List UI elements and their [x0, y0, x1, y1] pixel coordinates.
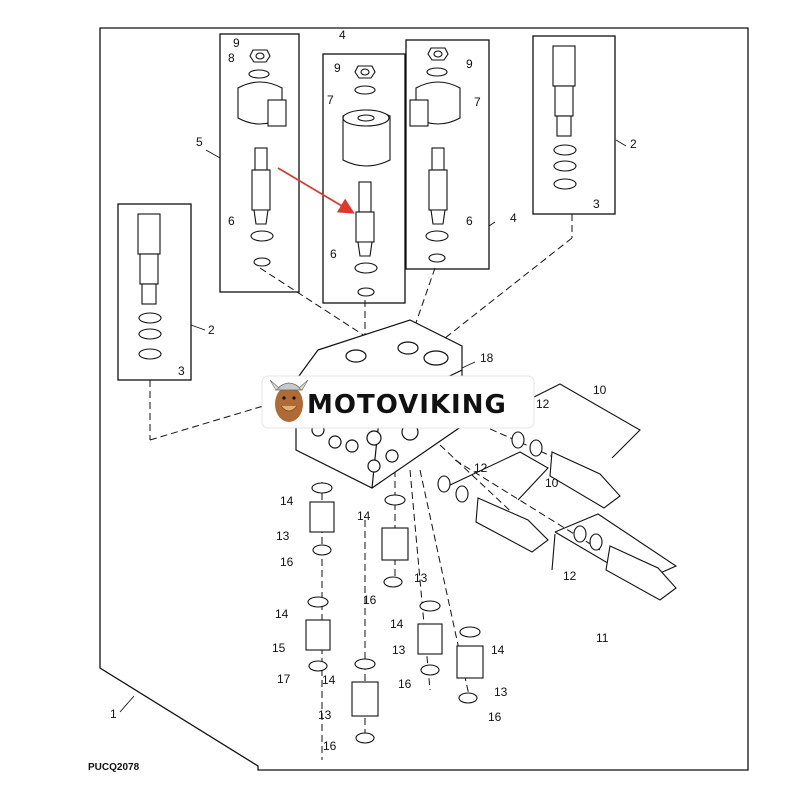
callout-14d: 14: [390, 617, 404, 631]
solenoid-valve-center: [342, 65, 391, 297]
callout-10a: 10: [593, 383, 607, 397]
callout-2a: 2: [630, 137, 637, 151]
callout-4a: 4: [339, 28, 346, 42]
box-solenoid-left: [219, 33, 300, 293]
callout-14e: 14: [491, 643, 505, 657]
box-solenoid-right: [405, 39, 490, 270]
lower-fittings: [305, 482, 484, 744]
callout-7a: 7: [327, 93, 334, 107]
callout-16a: 16: [280, 555, 294, 569]
callout-6c: 6: [466, 214, 473, 228]
callout-8: 8: [228, 51, 235, 65]
callout-16b: 16: [363, 593, 377, 607]
callout-9c: 9: [466, 57, 473, 71]
callout-12b: 12: [474, 461, 488, 475]
callout-5: 5: [196, 135, 203, 149]
callout-9a: 9: [233, 36, 240, 50]
callout-15: 15: [272, 641, 286, 655]
callout-7b: 7: [474, 95, 481, 109]
cartridge-valve-left: [137, 213, 162, 360]
relief-valves: [437, 431, 677, 601]
callout-11: 11: [596, 631, 609, 645]
callout-2b: 2: [208, 323, 215, 337]
solenoid-valve-left: [237, 49, 287, 267]
callout-18: 18: [480, 351, 494, 365]
watermark-background: [261, 375, 535, 429]
callout-16d: 16: [488, 710, 502, 724]
callout-1: 1: [110, 707, 117, 721]
callout-13a: 13: [276, 529, 290, 543]
highlight-arrow: [277, 167, 355, 214]
callout-4b: 4: [510, 211, 517, 225]
callout-14c: 14: [275, 607, 289, 621]
callout-12a: 12: [536, 397, 550, 411]
assembly-frame: [99, 27, 749, 771]
callout-16e: 16: [323, 739, 337, 753]
callout-6a: 6: [228, 214, 235, 228]
callout-13c: 13: [392, 643, 406, 657]
callout-14b: 14: [357, 509, 371, 523]
callout-16c: 16: [398, 677, 412, 691]
callout-14a: 14: [280, 494, 294, 508]
callout-13d: 13: [494, 685, 508, 699]
callout-labels: 1 2 2 3 3 4 4 5 6 6 6 7 7 8 9 9 9 10 10 …: [110, 28, 637, 753]
callout-12c: 12: [563, 569, 577, 583]
diagram-code: PUCQ2078: [88, 762, 140, 773]
callout-6b: 6: [330, 247, 337, 261]
dashed-leaders: [149, 214, 601, 760]
solenoid-valve-right: [409, 47, 461, 263]
box-cartridge-left: [117, 203, 192, 381]
watermark-text: MOTOVIKING: [307, 390, 507, 420]
watermark: MOTOVIKING: [261, 375, 535, 429]
viking-mascot-icon: [269, 379, 309, 422]
callout-leaders: [119, 139, 627, 713]
callout-13e: 13: [318, 708, 332, 722]
callout-14f: 14: [322, 673, 336, 687]
cartridge-valve-right: [552, 45, 577, 190]
callout-13b: 13: [414, 571, 428, 585]
callout-17: 17: [277, 672, 291, 686]
callout-3b: 3: [178, 364, 185, 378]
callout-9b: 9: [334, 61, 341, 75]
box-solenoid-center: [322, 53, 406, 304]
callout-3a: 3: [593, 197, 600, 211]
callout-10b: 10: [545, 476, 559, 490]
box-cartridge-right: [532, 35, 616, 215]
